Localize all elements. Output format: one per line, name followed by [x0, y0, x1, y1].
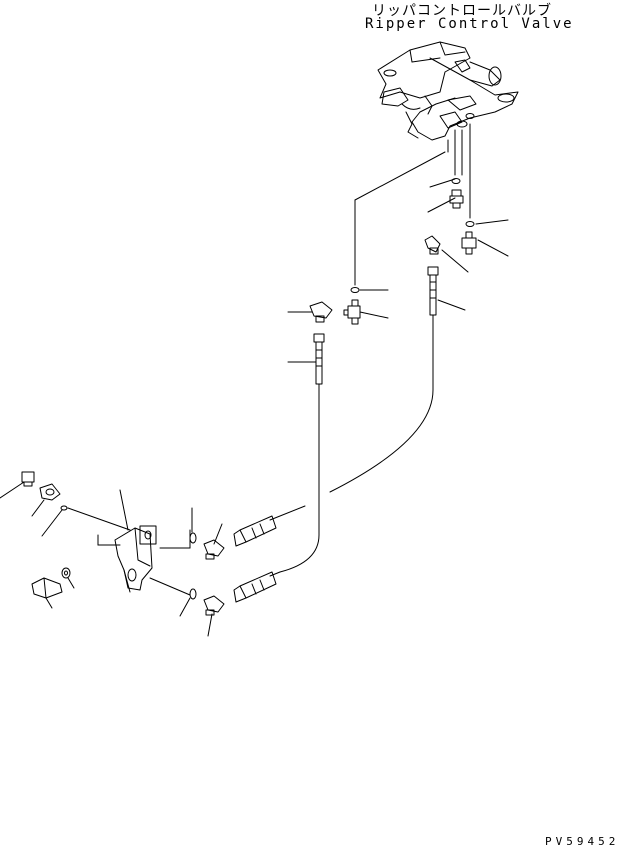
callout-leader-lines: [0, 179, 508, 636]
ripper-control-valve: [378, 42, 518, 140]
bracket-assembly: [22, 472, 224, 615]
title-english: Ripper Control Valve: [365, 16, 574, 32]
drawing-code: PV59452: [545, 835, 620, 848]
hydraulic-hoses: [234, 267, 438, 602]
title-japanese: リッパコントロールバルブ: [372, 3, 552, 19]
valve-ports-and-fittings: [310, 124, 476, 324]
